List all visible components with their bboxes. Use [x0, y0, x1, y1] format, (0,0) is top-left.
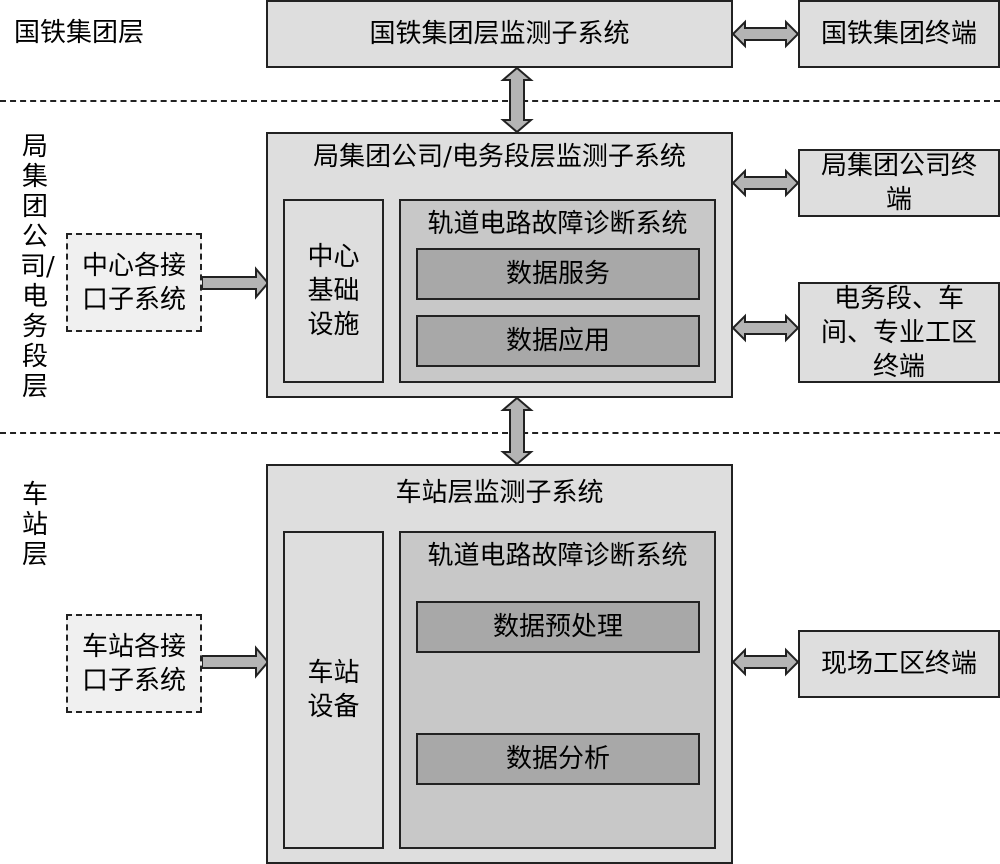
station-equipment-box: 车站设备: [283, 531, 384, 849]
layer-divider-top: [0, 100, 1000, 102]
center-infrastructure-box: 中心基础设施: [283, 199, 384, 383]
bureau-subsystem-title: 局集团公司/电务段层监测子系统: [313, 142, 686, 172]
bureau-diagnosis-title: 轨道电路故障诊断系统: [427, 209, 688, 239]
data-analysis-label: 数据分析: [505, 744, 610, 774]
station-interface-box: 车站各接口子系统: [66, 614, 202, 713]
station-interface-label: 车站各接口子系统: [81, 631, 186, 696]
data-analysis-box: 数据分析: [416, 733, 700, 785]
arrow-depot-terminal: [731, 313, 800, 343]
arrow-bureau-station: [500, 396, 534, 466]
data-service-box: 数据服务: [416, 248, 700, 300]
layer-label-bureau: 局集团公司/电务段层: [20, 132, 55, 402]
field-terminal-label: 现场工区终端: [820, 649, 977, 679]
data-application-label: 数据应用: [505, 326, 610, 356]
layer-divider-bottom: [0, 432, 1000, 434]
arrow-bureau-terminal: [731, 168, 800, 198]
layer-label-station: 车站层: [21, 480, 48, 570]
data-application-box: 数据应用: [416, 315, 700, 367]
station-diagnosis-box: 轨道电路故障诊断系统: [399, 531, 716, 849]
arrow-center-interface: [201, 266, 270, 300]
arrow-station-interface: [201, 645, 270, 679]
group-terminal-label: 国铁集团终端: [820, 19, 977, 49]
station-subsystem-title: 车站层监测子系统: [395, 478, 604, 508]
arrow-group-bureau: [500, 66, 534, 134]
arrow-group-terminal: [731, 19, 800, 49]
bureau-terminal-label: 局集团公司终端: [820, 151, 977, 215]
data-preprocess-box: 数据预处理: [416, 601, 700, 653]
layer-label-group: 国铁集团层: [14, 18, 145, 48]
station-equipment-label: 车站设备: [307, 658, 360, 722]
center-infrastructure-label: 中心基础设施: [307, 242, 360, 340]
arrow-field-terminal: [731, 647, 800, 677]
group-subsystem-box: 国铁集团层监测子系统: [266, 0, 733, 68]
bureau-terminal-box: 局集团公司终端: [798, 149, 1000, 217]
center-interface-box: 中心各接口子系统: [66, 233, 202, 332]
group-subsystem-label: 国铁集团层监测子系统: [369, 19, 630, 49]
station-diagnosis-title: 轨道电路故障诊断系统: [427, 541, 688, 571]
field-terminal-box: 现场工区终端: [798, 630, 1000, 698]
center-interface-label: 中心各接口子系统: [81, 250, 186, 315]
data-service-label: 数据服务: [505, 259, 610, 289]
group-terminal-box: 国铁集团终端: [798, 0, 1000, 68]
data-preprocess-label: 数据预处理: [492, 612, 623, 642]
depot-terminal-label: 电务段、车间、专业工区终端: [820, 283, 977, 382]
depot-terminal-box: 电务段、车间、专业工区终端: [798, 282, 1000, 383]
